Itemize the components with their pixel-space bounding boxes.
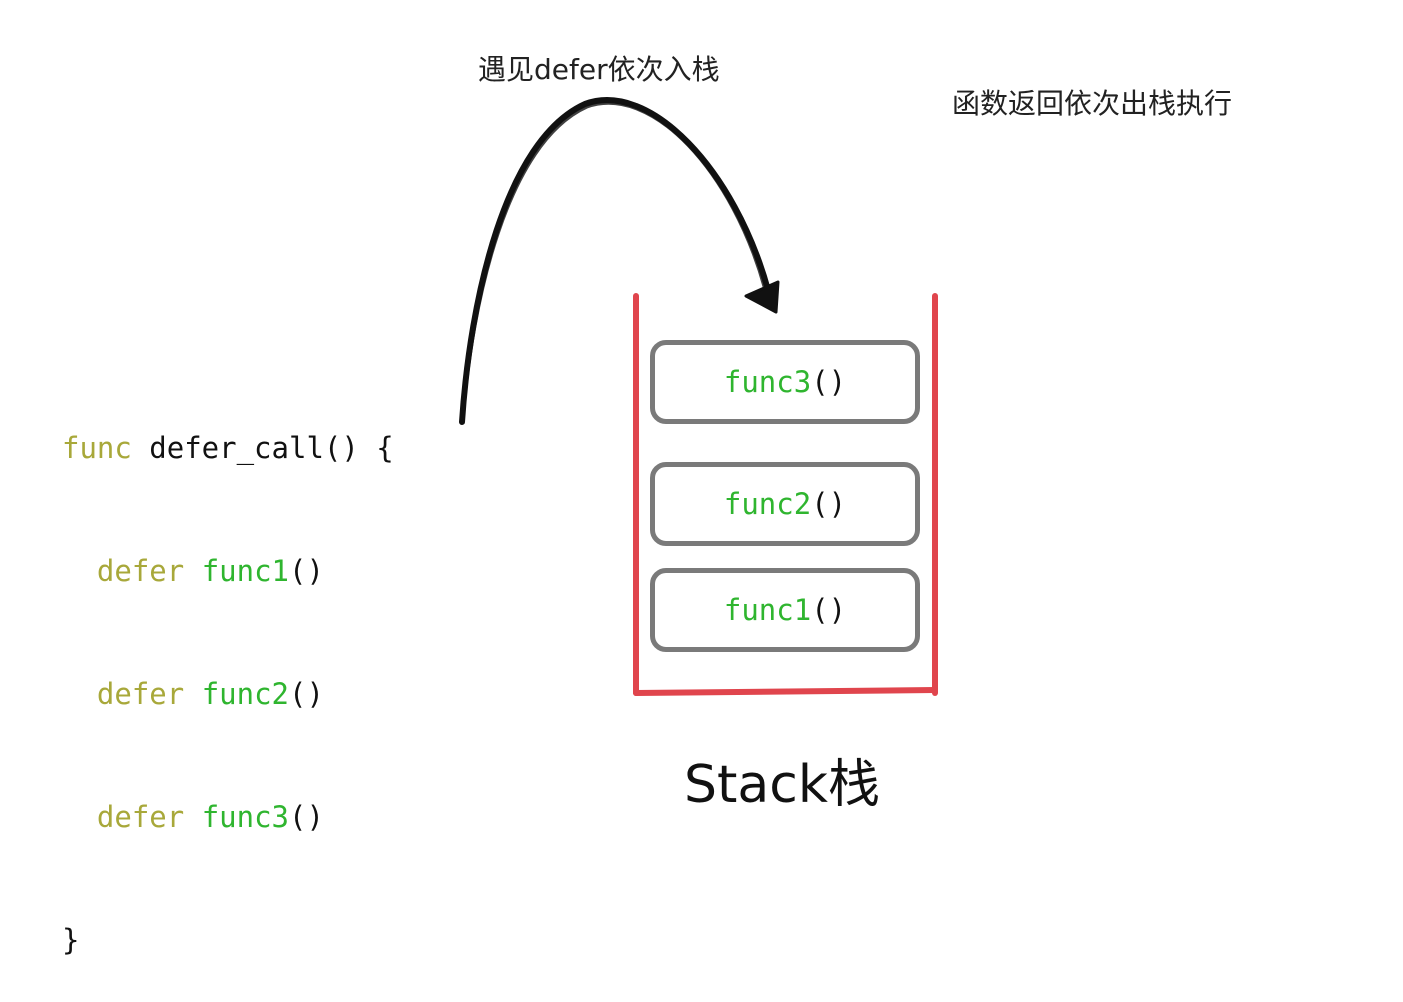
stack-frame-parens: () <box>811 487 847 521</box>
code-keyword: func <box>62 431 132 465</box>
stack-frame-function-name: func2 <box>723 487 812 521</box>
push-label: 遇见defer依次入栈 <box>478 53 720 86</box>
code-parens: () <box>289 677 324 711</box>
stack-frame-function-name: func3 <box>723 365 812 399</box>
code-indent <box>62 554 97 588</box>
code-indent <box>62 800 97 834</box>
stack-frame-parens: () <box>811 593 847 627</box>
stack-container <box>633 293 938 696</box>
code-line-3: defer func2() <box>62 674 394 715</box>
code-parens: () <box>289 554 324 588</box>
code-closing-brace: } <box>62 923 80 957</box>
stack-frame-func3: func3() <box>650 340 920 424</box>
stack-frame-parens: () <box>811 365 847 399</box>
code-line-4: defer func3() <box>62 797 394 838</box>
pop-label: 函数返回依次出栈执行 <box>952 87 1233 120</box>
code-keyword: defer <box>96 677 185 711</box>
code-function-name: func3 <box>184 800 289 834</box>
code-function-name: func1 <box>184 554 289 588</box>
code-function-name: func2 <box>184 677 289 711</box>
code-indent <box>62 677 97 711</box>
stack-frame-func1: func1() <box>650 568 920 652</box>
diagram-canvas <box>459 97 938 696</box>
curved-arrow-icon <box>459 97 780 425</box>
code-parens: () <box>289 800 324 834</box>
code-keyword: defer <box>96 800 185 834</box>
code-line-5: } <box>62 920 394 961</box>
code-block: func defer_call() { defer func1() defer … <box>62 346 394 1002</box>
stack-caption: Stack栈 <box>684 755 880 815</box>
code-line-1: func defer_call() { <box>62 428 394 469</box>
stack-frame-func2: func2() <box>650 462 920 546</box>
code-keyword: defer <box>96 554 185 588</box>
code-line-2: defer func1() <box>62 551 394 592</box>
code-func-signature: defer_call() { <box>131 431 394 465</box>
stack-frame-function-name: func1 <box>723 593 812 627</box>
